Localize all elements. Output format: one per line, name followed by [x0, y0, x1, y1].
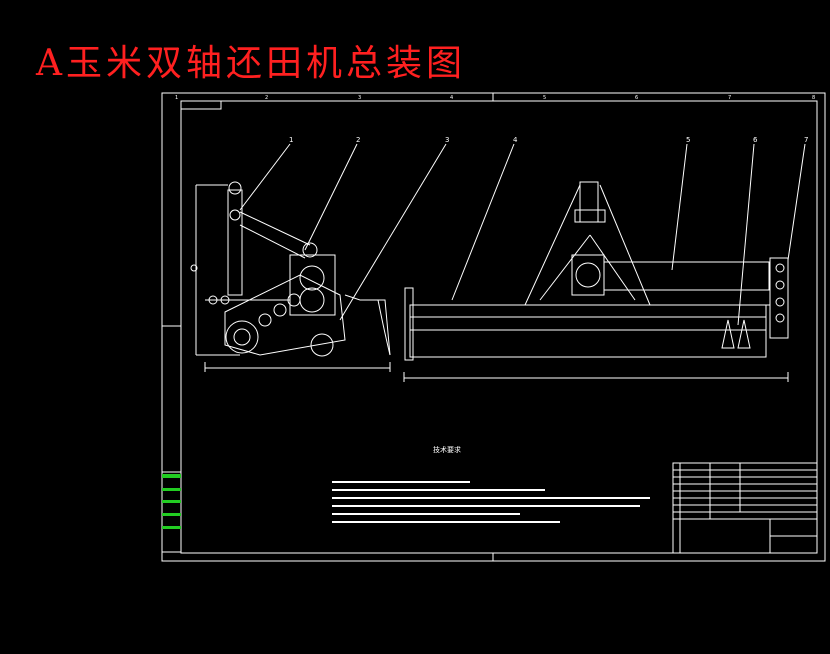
balloon-2: 2: [356, 136, 360, 144]
zone-mark: 3: [358, 95, 361, 101]
revision-block: [161, 471, 182, 553]
border-zone-marks: 1 2 3 4 5 6 7 8: [175, 95, 815, 101]
balloon-leaders: [239, 143, 806, 326]
zone-mark: 2: [265, 95, 268, 101]
view-label-box: [180, 100, 222, 110]
zone-mark: 4: [450, 95, 453, 101]
balloon-labels: 1 2 3 4 5 6 7: [289, 136, 808, 144]
front-view: [403, 181, 789, 382]
zone-mark: 7: [728, 95, 731, 101]
balloon-4: 4: [513, 136, 518, 144]
balloon-5: 5: [686, 136, 690, 144]
zone-mark: 8: [812, 95, 815, 101]
tech-requirements-heading: 技术要求: [433, 445, 461, 454]
balloon-7: 7: [804, 136, 808, 144]
zone-mark: 5: [543, 95, 546, 101]
technical-requirements-text-block: [332, 481, 650, 523]
zone-mark: 6: [635, 95, 638, 101]
zone-mark: 1: [175, 95, 178, 101]
title-block: [672, 462, 818, 554]
side-view: [190, 181, 391, 372]
balloon-1: 1: [289, 136, 293, 144]
drawing-title: A玉米双轴还田机总装图: [36, 43, 466, 84]
balloon-3: 3: [445, 136, 449, 144]
balloon-6: 6: [753, 136, 758, 144]
inner-frame: [180, 100, 818, 554]
